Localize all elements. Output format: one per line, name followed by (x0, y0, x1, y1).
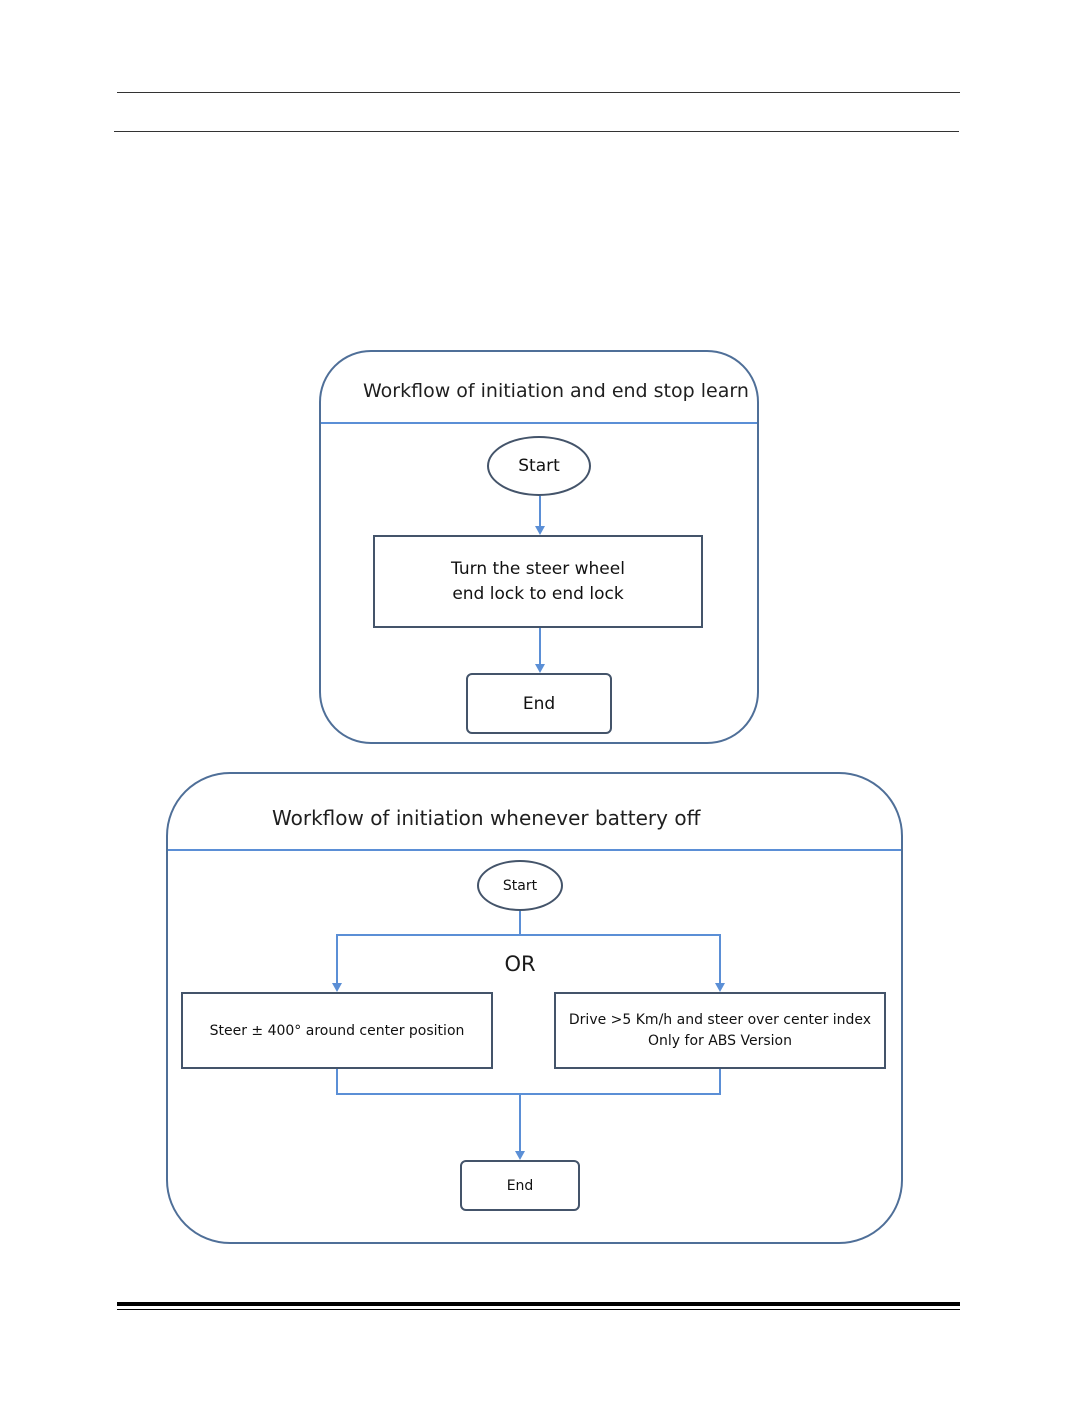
workflow2-split-horizontal (336, 934, 721, 936)
workflow2-option-left-box: Steer ± 400° around center position (181, 992, 493, 1069)
workflow1-title-separator (321, 422, 757, 424)
workflow2-split-right-drop (719, 934, 721, 984)
workflow1-start-node: Start (487, 436, 591, 496)
workflow2-arrowhead-right (715, 983, 725, 992)
workflow2-option-right-line2: Only for ABS Version (648, 1032, 792, 1049)
footer-rule-thin (117, 1309, 960, 1310)
workflow2-title-separator (168, 849, 901, 851)
workflow1-start-label: Start (518, 456, 560, 476)
workflow1-connector-step-end (539, 628, 541, 665)
workflow1-step-line1: Turn the steer wheel (451, 558, 625, 579)
workflow1-arrowhead-end (535, 664, 545, 673)
workflow2-connector-merge-end (519, 1093, 521, 1152)
workflow2-start-label: Start (502, 877, 538, 894)
workflow1-end-label: End (522, 693, 556, 714)
workflow2-option-right-box: Drive >5 Km/h and steer over center inde… (554, 992, 886, 1069)
workflow1-title: Workflow of initiation and end stop lear… (363, 380, 749, 402)
workflow2-connector-start-split (519, 911, 521, 935)
workflow1-arrowhead-step (535, 526, 545, 535)
workflow2-option-right-line1: Drive >5 Km/h and steer over center inde… (568, 1012, 872, 1029)
workflow1-step-box: Turn the steer wheel end lock to end loc… (373, 535, 703, 628)
workflow1-end-node: End (466, 673, 612, 734)
workflow2-merge-left-rise (336, 1069, 338, 1094)
header-rule-top (117, 92, 960, 93)
workflow2-option-left-label: Steer ± 400° around center position (209, 1022, 465, 1039)
footer-rule-thick (117, 1302, 960, 1306)
workflow2-end-label: End (506, 1177, 534, 1194)
header-rule-bottom (114, 131, 959, 132)
workflow2-arrowhead-end (515, 1151, 525, 1160)
workflow2-end-node: End (460, 1160, 580, 1211)
workflow2-arrowhead-left (332, 983, 342, 992)
workflow2-split-left-drop (336, 934, 338, 984)
workflow2-or-label: OR (504, 952, 536, 976)
workflow2-start-node: Start (477, 860, 563, 911)
workflow1-step-line2: end lock to end lock (452, 583, 624, 604)
workflow1-connector-start-step (539, 496, 541, 527)
workflow2-merge-horizontal (336, 1093, 721, 1095)
workflow2-title: Workflow of initiation whenever battery … (272, 806, 701, 830)
workflow2-merge-right-rise (719, 1069, 721, 1094)
